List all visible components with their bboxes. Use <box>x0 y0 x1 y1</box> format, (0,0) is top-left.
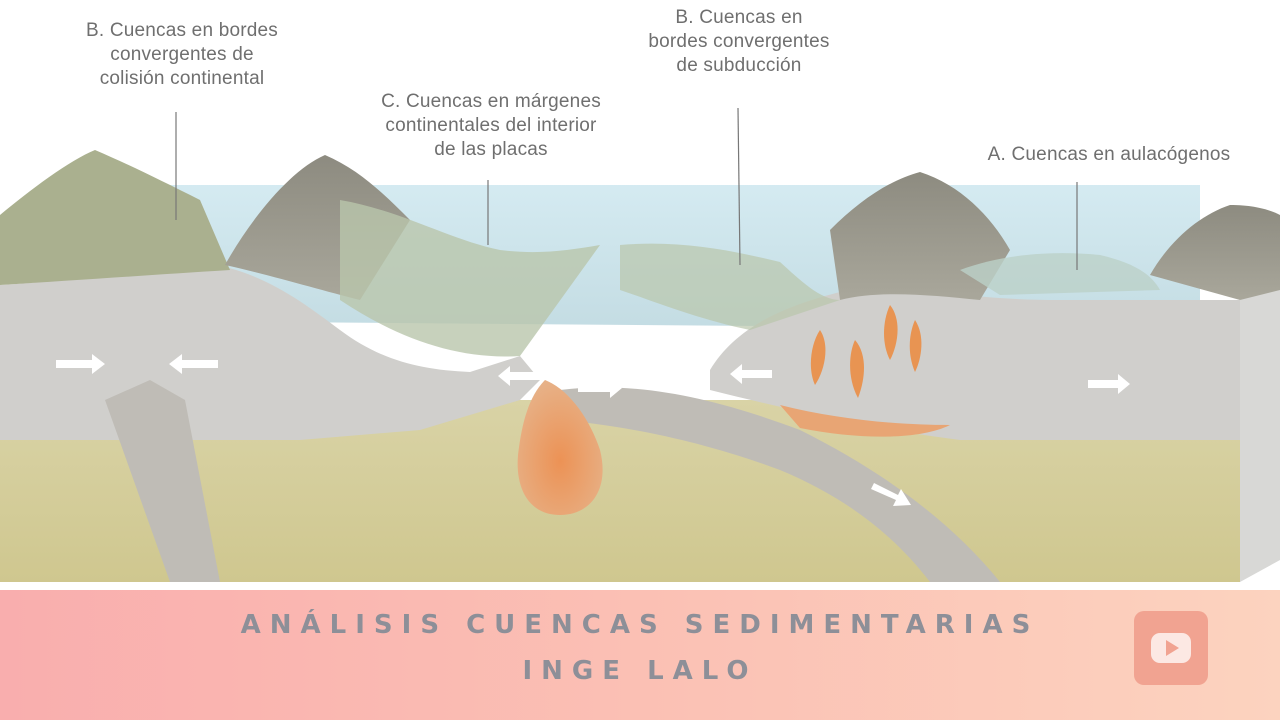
arrow-right-icon <box>56 354 105 374</box>
arrow-left-icon <box>498 366 542 386</box>
continental-crust-right <box>710 285 1240 440</box>
block-side-face <box>1240 280 1280 582</box>
arrow-left-icon <box>169 354 218 374</box>
arrow-right-icon <box>578 378 622 398</box>
channel-name: INGE LALO <box>522 656 758 686</box>
arc-magma <box>780 405 950 437</box>
mountain-subduction-arc <box>830 172 1010 300</box>
arrow-right-icon <box>1088 374 1130 394</box>
mountain-far-left <box>0 150 230 285</box>
shelf-left <box>340 200 600 357</box>
arrow-left-icon <box>730 364 772 384</box>
video-title: ANÁLISIS CUENCAS SEDIMENTARIAS <box>240 610 1040 640</box>
aulacogen-basin <box>960 253 1160 295</box>
label-subduction-basins: B. Cuencas en bordes convergentes de sub… <box>648 7 830 76</box>
label-continental-margin-basins: C. Cuencas en márgenes continentales del… <box>381 91 601 160</box>
arrow-down-right-icon <box>871 483 911 506</box>
magma-plume <box>517 380 603 515</box>
arc-magma-dike-4 <box>909 320 922 372</box>
footer-banner: ANÁLISIS CUENCAS SEDIMENTARIAS INGE LALO <box>0 590 1280 720</box>
arc-magma-dike-1 <box>810 330 826 385</box>
shelf-right <box>620 243 840 330</box>
youtube-button[interactable] <box>1134 611 1208 685</box>
subducting-slab <box>560 387 1000 582</box>
youtube-play-icon <box>1151 633 1191 663</box>
leader-subduction <box>737 107 741 266</box>
label-aulacogen-basins: A. Cuencas en aulacógenos <box>987 144 1231 165</box>
arc-magma-dike-3 <box>884 305 898 360</box>
arc-magma-dike-2 <box>850 340 864 398</box>
mountain-right <box>1150 205 1280 300</box>
collision-slab <box>105 380 220 582</box>
label-collision-basins: B. Cuencas en bordes convergentes de col… <box>85 20 278 89</box>
sedimentary-basins-diagram <box>0 107 1280 582</box>
